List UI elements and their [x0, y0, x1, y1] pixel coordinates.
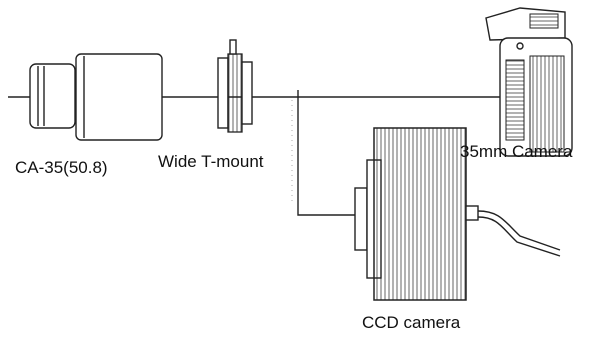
label-ca35: CA-35(50.8)	[15, 158, 108, 177]
label-ccd-camera: CCD camera	[362, 313, 461, 332]
ca35-adapter	[29, 53, 163, 141]
wide-t-mount	[217, 39, 253, 133]
ccd-camera	[354, 127, 561, 301]
ccd-branch-line	[297, 90, 355, 216]
label-35mm-camera: 35mm Camera	[460, 142, 573, 161]
camera-35mm	[485, 7, 573, 157]
label-wide-t-mount: Wide T-mount	[158, 152, 264, 171]
